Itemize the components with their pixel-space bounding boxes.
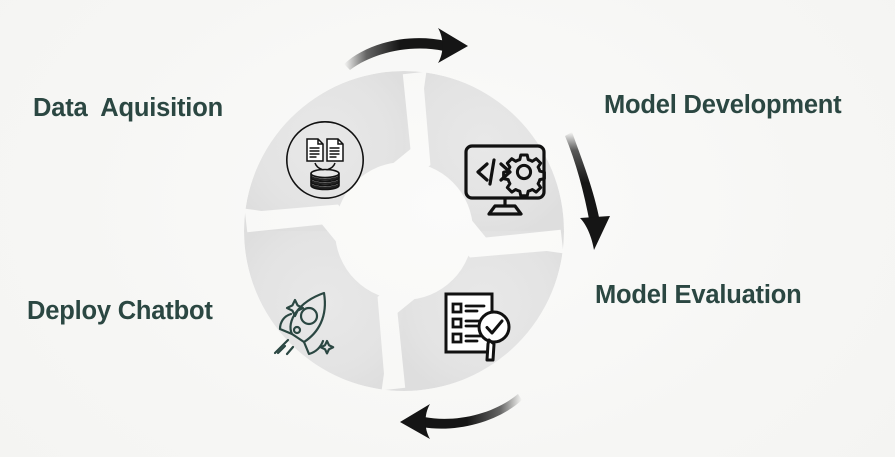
- step-label-data-acquisition: Data Aquisition: [33, 94, 223, 122]
- step-label-deploy-chatbot: Deploy Chatbot: [27, 297, 213, 325]
- curved-arrow-right-icon: [344, 28, 468, 70]
- documents-to-database-icon: [285, 120, 365, 200]
- step-label-model-development: Model Development: [604, 91, 842, 119]
- wheel-segment-model-development[interactable]: [404, 71, 564, 231]
- checklist-magnifier-check-icon: [444, 292, 511, 362]
- step-label-model-evaluation: Model Evaluation: [595, 281, 802, 309]
- curved-arrow-left-icon: [400, 394, 522, 439]
- monitor-code-gear-icon: [464, 144, 546, 216]
- curved-arrow-down-icon: [565, 132, 610, 250]
- wheel-segment-data-acquisition[interactable]: [244, 71, 404, 231]
- rocket-icon: [273, 291, 335, 356]
